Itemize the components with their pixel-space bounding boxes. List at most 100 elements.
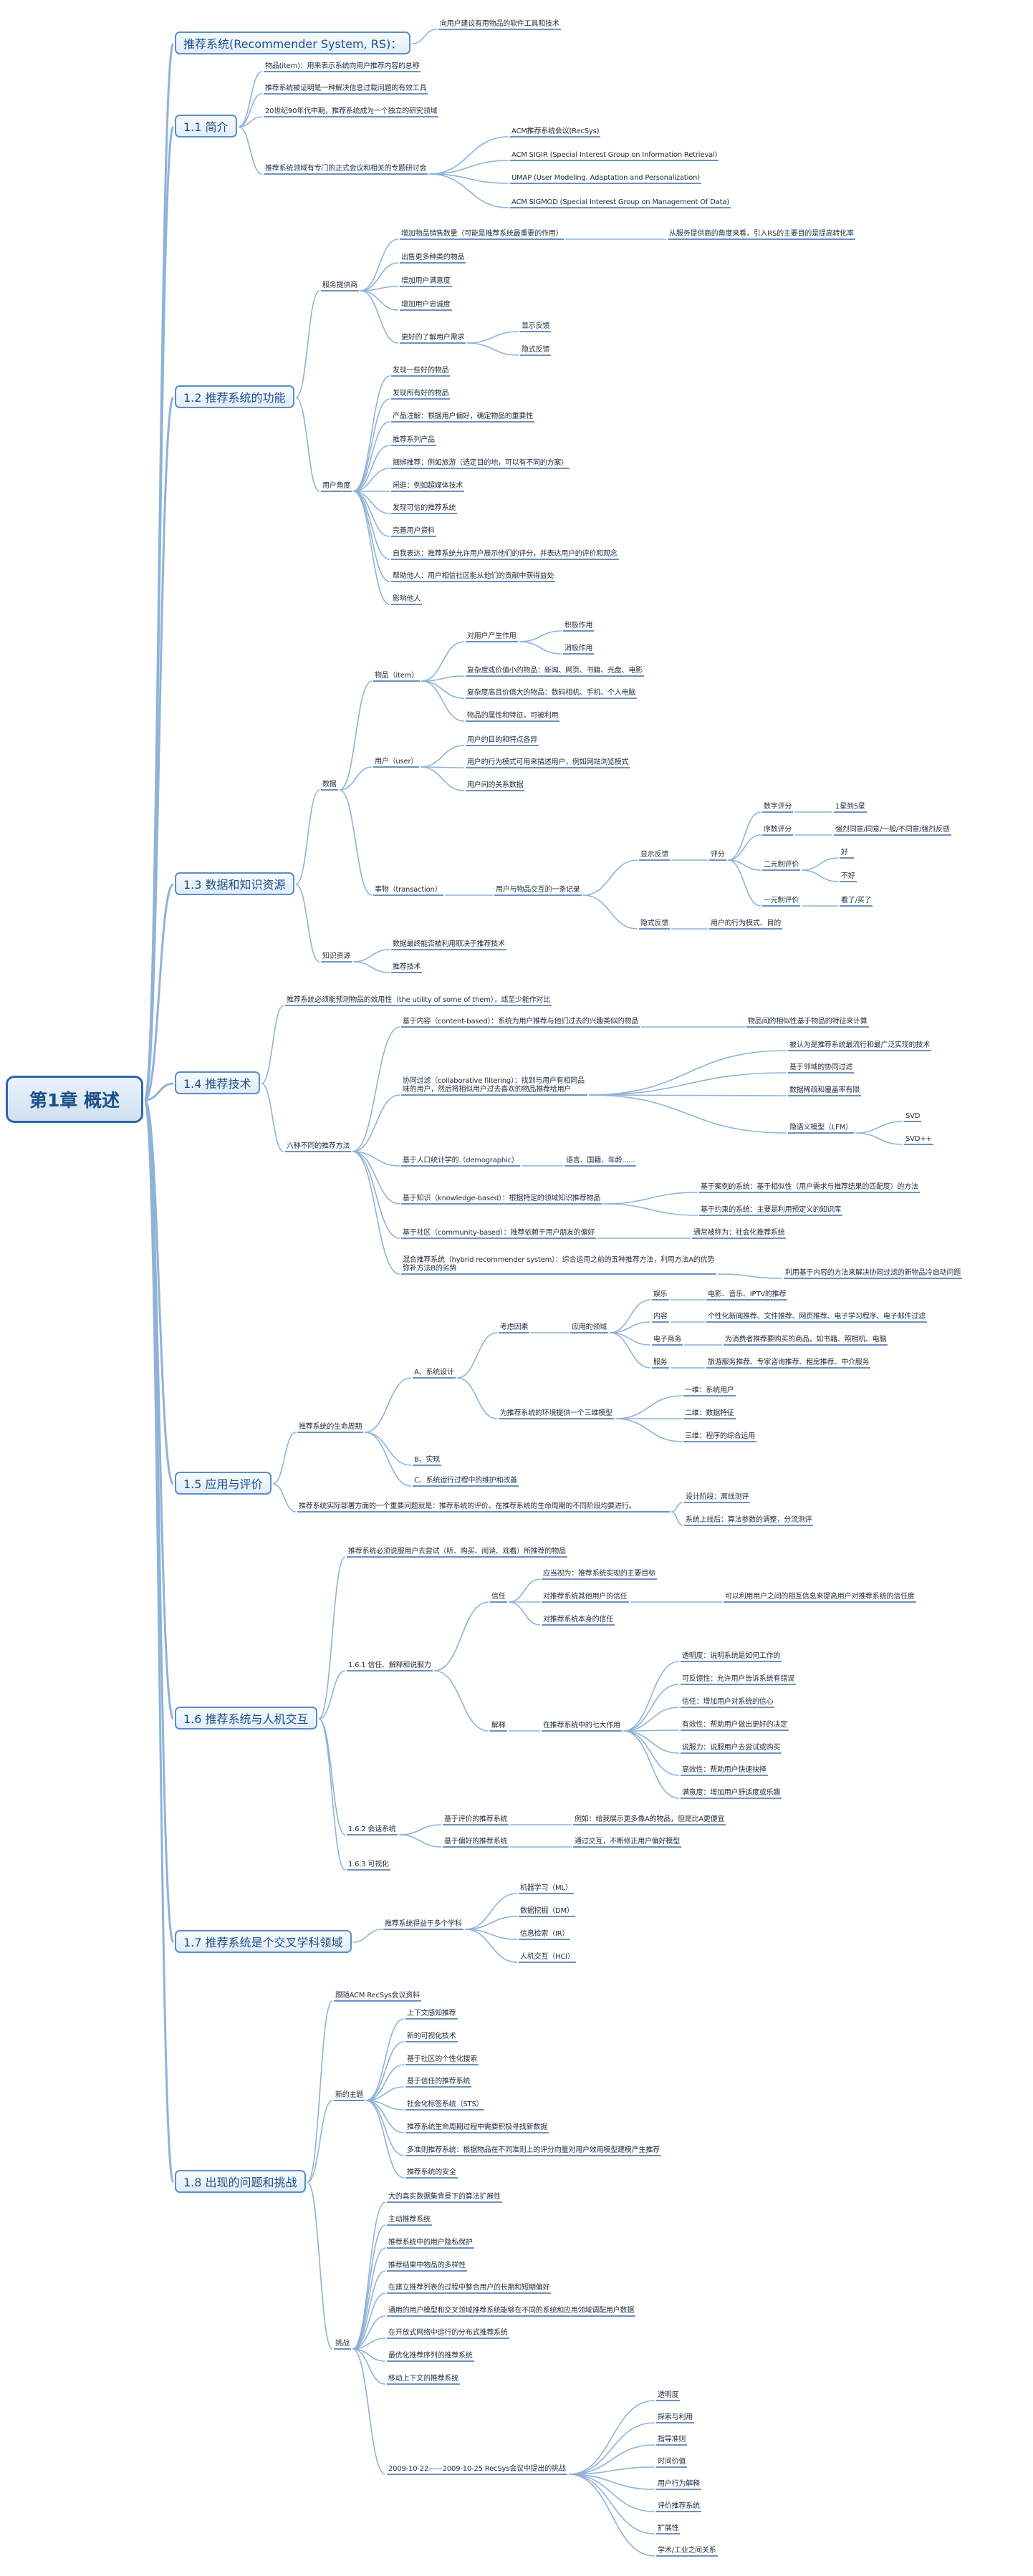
section-node-s4[interactable]: 1.4 推荐技术 bbox=[175, 1071, 260, 1094]
branch-label-s8b8[interactable]: 推荐系统的安全 bbox=[407, 2169, 456, 2176]
branch-label-s6e4[interactable]: 有效性：帮助用户做出更好的决定 bbox=[682, 1721, 787, 1729]
branch-label-s6e3[interactable]: 信任：增加用户对系统的信心 bbox=[682, 1698, 774, 1706]
branch-label-s6b[interactable]: 1.6.1 信任、解释和说服力 bbox=[348, 1661, 431, 1669]
root-node[interactable]: 第1章 概述 bbox=[6, 1076, 143, 1123]
branch-label-s5d1n[interactable]: 电影、音乐、IPTV的推荐 bbox=[708, 1291, 787, 1298]
branch-label-s8b7[interactable]: 多准则推荐系统：根据物品在不同准则上的评分向量对用户效用模型建模产生推荐 bbox=[407, 2146, 660, 2154]
branch-label-s5a1b3[interactable]: 三维：程序的综合运用 bbox=[685, 1432, 755, 1440]
branch-label-s4b5n[interactable]: 通常被称为：社会化推荐系统 bbox=[693, 1229, 785, 1237]
branch-label-s4b2d2[interactable]: SVD++ bbox=[905, 1135, 932, 1143]
branch-label-s6c[interactable]: 1.6.2 会话系统 bbox=[348, 1825, 396, 1833]
topic-definition-node[interactable]: 推荐系统(Recommender System, RS)： bbox=[175, 32, 411, 54]
branch-label-s4b5[interactable]: 基于社区（community-based）：推荐依赖于用户朋友的偏好 bbox=[403, 1229, 595, 1237]
branch-label-s1c[interactable]: 20世纪90年代中期，推荐系统成为一个独立的研究领域 bbox=[265, 107, 438, 115]
branch-label-s3a2[interactable]: 用户（user） bbox=[375, 758, 418, 766]
branch-label-s2b11[interactable]: 影响他人 bbox=[393, 595, 421, 603]
branch-label-s4b2d[interactable]: 隐语义模型（LFM） bbox=[789, 1124, 852, 1132]
branch-label-s2a4[interactable]: 增加用户忠诚度 bbox=[401, 301, 451, 309]
branch-label-s6b1a[interactable]: 应当视为：推荐系统实现的主要目标 bbox=[543, 1570, 655, 1578]
section-node-s6[interactable]: 1.6 推荐系统与人机交互 bbox=[175, 1707, 317, 1730]
branch-label-s5a2[interactable]: B、实现 bbox=[414, 1456, 441, 1464]
branch-label-s8c4[interactable]: 推荐结果中物品的多样性 bbox=[388, 2262, 466, 2269]
branch-label-s8d8[interactable]: 学术/工业之间关系 bbox=[658, 2547, 716, 2555]
branch-label-s6c1[interactable]: 基于评价的推荐系统 bbox=[444, 1815, 508, 1823]
branch-label-s3r1[interactable]: 数字评分 bbox=[764, 803, 792, 811]
branch-label-s4b2b[interactable]: 基于邻域的协同过滤 bbox=[789, 1063, 853, 1071]
branch-label-s2a3[interactable]: 增加用户满意度 bbox=[401, 277, 451, 285]
branch-label-s5d3[interactable]: 电子商务 bbox=[653, 1336, 682, 1344]
branch-label-s5a1a[interactable]: 考虑因素 bbox=[500, 1323, 529, 1331]
branch-label-s6e7[interactable]: 满意度：增加用户舒适度或乐趣 bbox=[682, 1789, 781, 1797]
branch-label-s8b[interactable]: 新的主题 bbox=[335, 2091, 364, 2099]
branch-label-s3a1a1[interactable]: 积极作用 bbox=[564, 622, 593, 629]
branch-label-s3x2n[interactable]: 用户的行为模式、目的 bbox=[711, 920, 781, 927]
branch-label-s2a2[interactable]: 出售更多种类的物品 bbox=[401, 254, 465, 261]
branch-label-s3a3n[interactable]: 用户与物品交互的一条记录 bbox=[496, 886, 580, 894]
branch-label-s1d[interactable]: 推荐系统领域有专门的正式会议和相关的专题研讨会 bbox=[265, 165, 427, 173]
branch-label-s1d1[interactable]: ACM推荐系统会议(RecSys) bbox=[511, 127, 600, 135]
branch-label-s2b2[interactable]: 发现所有好的物品 bbox=[393, 390, 449, 397]
branch-label-s8c9[interactable]: 移动上下文的推荐系统 bbox=[388, 2375, 458, 2383]
branch-label-s3b1[interactable]: 数据最终能否被利用取决于推荐技术 bbox=[393, 940, 505, 948]
branch-label-s3a3[interactable]: 事物（transaction） bbox=[375, 886, 442, 894]
section-node-s2[interactable]: 1.2 推荐系统的功能 bbox=[175, 385, 294, 408]
branch-label-s6b1bn[interactable]: 可以利用用户之间的相互信息来提高用户对推荐系统的信任度 bbox=[725, 1593, 915, 1601]
branch-label-s8d[interactable]: 2009-10-22——2009-10-25 RecSys会议中提出的挑战 bbox=[388, 2465, 566, 2473]
branch-label-s3a2c[interactable]: 用户间的关系数据 bbox=[467, 781, 524, 789]
branch-label-s5d3n[interactable]: 为消费者推荐要购买的商品，如书籍、照相机、电脑 bbox=[725, 1336, 887, 1344]
branch-label-s2a1[interactable]: 增加物品销售数量（可能是推荐系统最重要的作用） bbox=[401, 230, 563, 238]
branch-label-s3a2a[interactable]: 用户的目的和特点各异 bbox=[467, 736, 537, 744]
section-node-s8[interactable]: 1.8 出现的问题和挑战 bbox=[175, 2170, 306, 2193]
branch-label-s2b8[interactable]: 完善用户资料 bbox=[393, 527, 435, 535]
branch-label-s5d1[interactable]: 娱乐 bbox=[653, 1291, 668, 1298]
branch-label-s4b4a[interactable]: 基于案例的系统：基于相似性（用户需求与推荐结果的匹配度）的方法 bbox=[701, 1183, 918, 1191]
branch-label-s2a5[interactable]: 更好的了解用户需求 bbox=[401, 334, 465, 342]
branch-label-s4b2[interactable]: 协同过滤（collaborative filtering）：找到与用户有相同品味… bbox=[403, 1077, 585, 1094]
branch-label-s3r2n[interactable]: 强烈同意/同意/一般/不同意/强烈反感 bbox=[835, 826, 950, 834]
branch-label-s4a[interactable]: 推荐系统必须能预测物品的效用性（the utility of some of t… bbox=[287, 996, 550, 1004]
branch-label-s3r2[interactable]: 序数评分 bbox=[764, 826, 792, 834]
branch-label-s5a1[interactable]: A、系统设计 bbox=[414, 1369, 454, 1376]
branch-label-s4b2d1[interactable]: SVD bbox=[905, 1112, 921, 1120]
section-node-s3[interactable]: 1.3 数据和知识资源 bbox=[175, 872, 294, 895]
branch-label-s5d2[interactable]: 内容 bbox=[653, 1313, 668, 1321]
branch-label-s5d4n[interactable]: 旅游服务推荐、专家咨询推荐、租房推荐、中介服务 bbox=[708, 1359, 870, 1366]
branch-label-s6b1[interactable]: 信任 bbox=[491, 1593, 506, 1601]
branch-label-s6b2[interactable]: 解释 bbox=[491, 1722, 506, 1730]
branch-label-s3a1b[interactable]: 复杂度或价值小的物品：新闻、网页、书籍、光盘、电影 bbox=[467, 667, 643, 675]
branch-label-s6e1[interactable]: 透明度：说明系统是如何工作的 bbox=[682, 1652, 781, 1660]
branch-label-s7a4[interactable]: 人机交互（HCI） bbox=[520, 1953, 575, 1961]
branch-label-s7a[interactable]: 推荐系统得益于多个学科 bbox=[385, 1920, 462, 1928]
branch-label-s6a[interactable]: 推荐系统必须说服用户去尝试（听、购买、阅读、观看）所推荐的物品 bbox=[348, 1548, 566, 1555]
branch-label-s8d5[interactable]: 用户行为解释 bbox=[658, 2480, 700, 2488]
branch-label-s3r4[interactable]: 一元制评价 bbox=[764, 897, 799, 905]
branch-label-s8d4[interactable]: 时间价值 bbox=[658, 2458, 686, 2466]
branch-label-s2a5b[interactable]: 隐式反馈 bbox=[522, 346, 550, 354]
branch-label-s4b2a[interactable]: 被认为是推荐系统最流行和最广泛实现的技术 bbox=[789, 1041, 930, 1049]
branch-label-s3r3[interactable]: 二元制评价 bbox=[764, 861, 799, 869]
branch-label-s8c5[interactable]: 在建立推荐列表的过程中整合用户的长期和短期偏好 bbox=[388, 2284, 550, 2292]
branch-label-s3a[interactable]: 数据 bbox=[322, 781, 337, 788]
branch-label-s4b6[interactable]: 混合推荐系统（hybrid recommender system）：综合运用之前… bbox=[403, 1256, 715, 1273]
branch-label-s2b3[interactable]: 产品注解：根据用户偏好，确定物品的重要性 bbox=[393, 413, 533, 420]
branch-label-s4b3[interactable]: 基于人口统计学的（demographic） bbox=[403, 1157, 519, 1164]
branch-label-s6c2n[interactable]: 通过交互，不断修正用户偏好模型 bbox=[575, 1838, 680, 1846]
branch-label-s5b[interactable]: 推荐系统实际部署方面的一个重要问题就是：推荐系统的评价。在推荐系统的生命周期的不… bbox=[299, 1502, 636, 1510]
branch-label-s8c1[interactable]: 大的真实数据集背景下的算法扩展性 bbox=[388, 2193, 501, 2201]
branch-label-s2a5a[interactable]: 显示反馈 bbox=[522, 322, 550, 330]
branch-label-s2b7[interactable]: 发现可信的推荐系统 bbox=[393, 504, 456, 512]
branch-label-s2a1n[interactable]: 从服务提供商的角度来看，引入RS的主要目的是提高转化率 bbox=[669, 230, 854, 238]
branch-label-s3a2b[interactable]: 用户的行为模式可用来描述用户，例如网站浏览模式 bbox=[467, 758, 629, 766]
branch-label-s0n[interactable]: 向用户建议有用物品的软件工具和技术 bbox=[440, 20, 559, 28]
branch-label-s3x1a[interactable]: 评分 bbox=[711, 851, 725, 859]
branch-label-s6e6[interactable]: 高效性：帮助用户快速抉择 bbox=[682, 1766, 767, 1774]
branch-label-s8b1[interactable]: 上下文感知推荐 bbox=[407, 2010, 456, 2017]
branch-label-s4b[interactable]: 六种不同的推荐方法 bbox=[287, 1142, 350, 1150]
branch-label-s7a3[interactable]: 信息检索（IR） bbox=[520, 1930, 570, 1938]
branch-label-s2b1[interactable]: 发现一些好的物品 bbox=[393, 367, 449, 375]
branch-label-s4b1[interactable]: 基于内容（content-based）：系统为用户推荐与他们过去的兴趣类似的物品 bbox=[403, 1018, 639, 1026]
branch-label-s8b5[interactable]: 社会化标签系统（STS） bbox=[407, 2100, 484, 2108]
branch-label-s2b5[interactable]: 捆绑推荐：例如旅游（选定目的地，可以有不同的方案） bbox=[393, 459, 568, 467]
branch-label-s3r3a[interactable]: 好 bbox=[841, 849, 848, 857]
branch-label-s4b1n[interactable]: 物品间的相似性基于物品的特征来计算 bbox=[748, 1018, 868, 1026]
